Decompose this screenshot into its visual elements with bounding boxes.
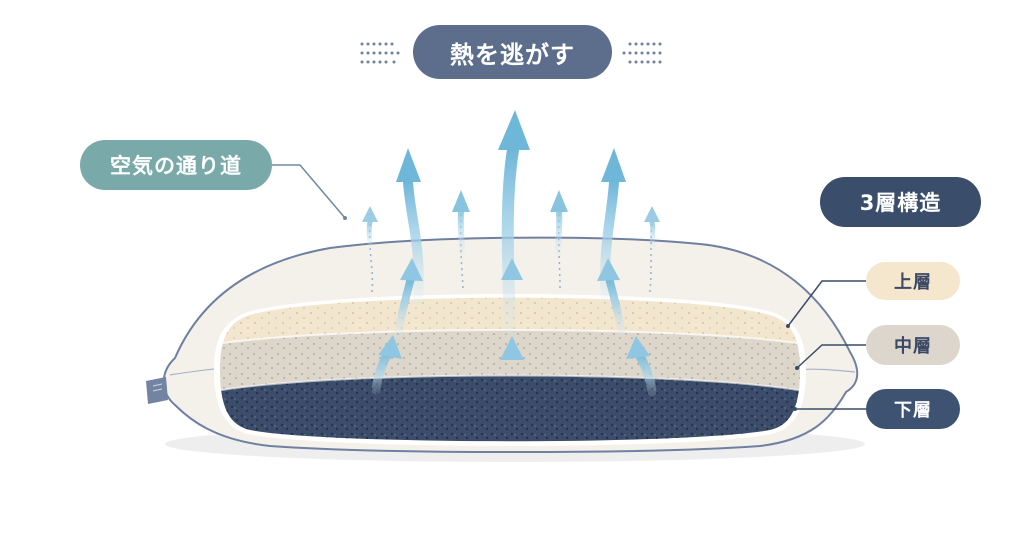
arrow-up-icon <box>452 190 470 263</box>
arrow-up-icon <box>501 258 523 334</box>
middle-layer-label: 中層 <box>866 325 960 365</box>
dotted-lines-icon <box>360 42 400 64</box>
arrow-up-icon <box>550 190 568 263</box>
arrow-up-icon <box>396 148 424 305</box>
airflow-arrows <box>362 110 660 410</box>
upper-layer-label: 上層 <box>866 262 960 300</box>
three-layer-structure-label: 3層構造 <box>820 177 981 227</box>
pillow-tag <box>146 377 168 404</box>
arrow-up-icon <box>394 258 423 339</box>
arrow-up-icon <box>362 206 378 253</box>
arrow-up-icon <box>600 148 626 305</box>
arrow-up-icon <box>597 258 626 339</box>
leader-lines <box>272 164 866 411</box>
air-path-label: 空気の通り道 <box>80 140 272 190</box>
arrow-up-icon <box>644 206 660 253</box>
heat-release-title: 熱を逃がす <box>413 25 612 79</box>
arrow-up-icon <box>626 336 657 397</box>
arrow-up-icon <box>500 336 524 410</box>
dotted-lines-icon <box>622 42 662 64</box>
lower-layer-label: 下層 <box>866 389 960 429</box>
arrow-up-icon <box>371 335 402 395</box>
